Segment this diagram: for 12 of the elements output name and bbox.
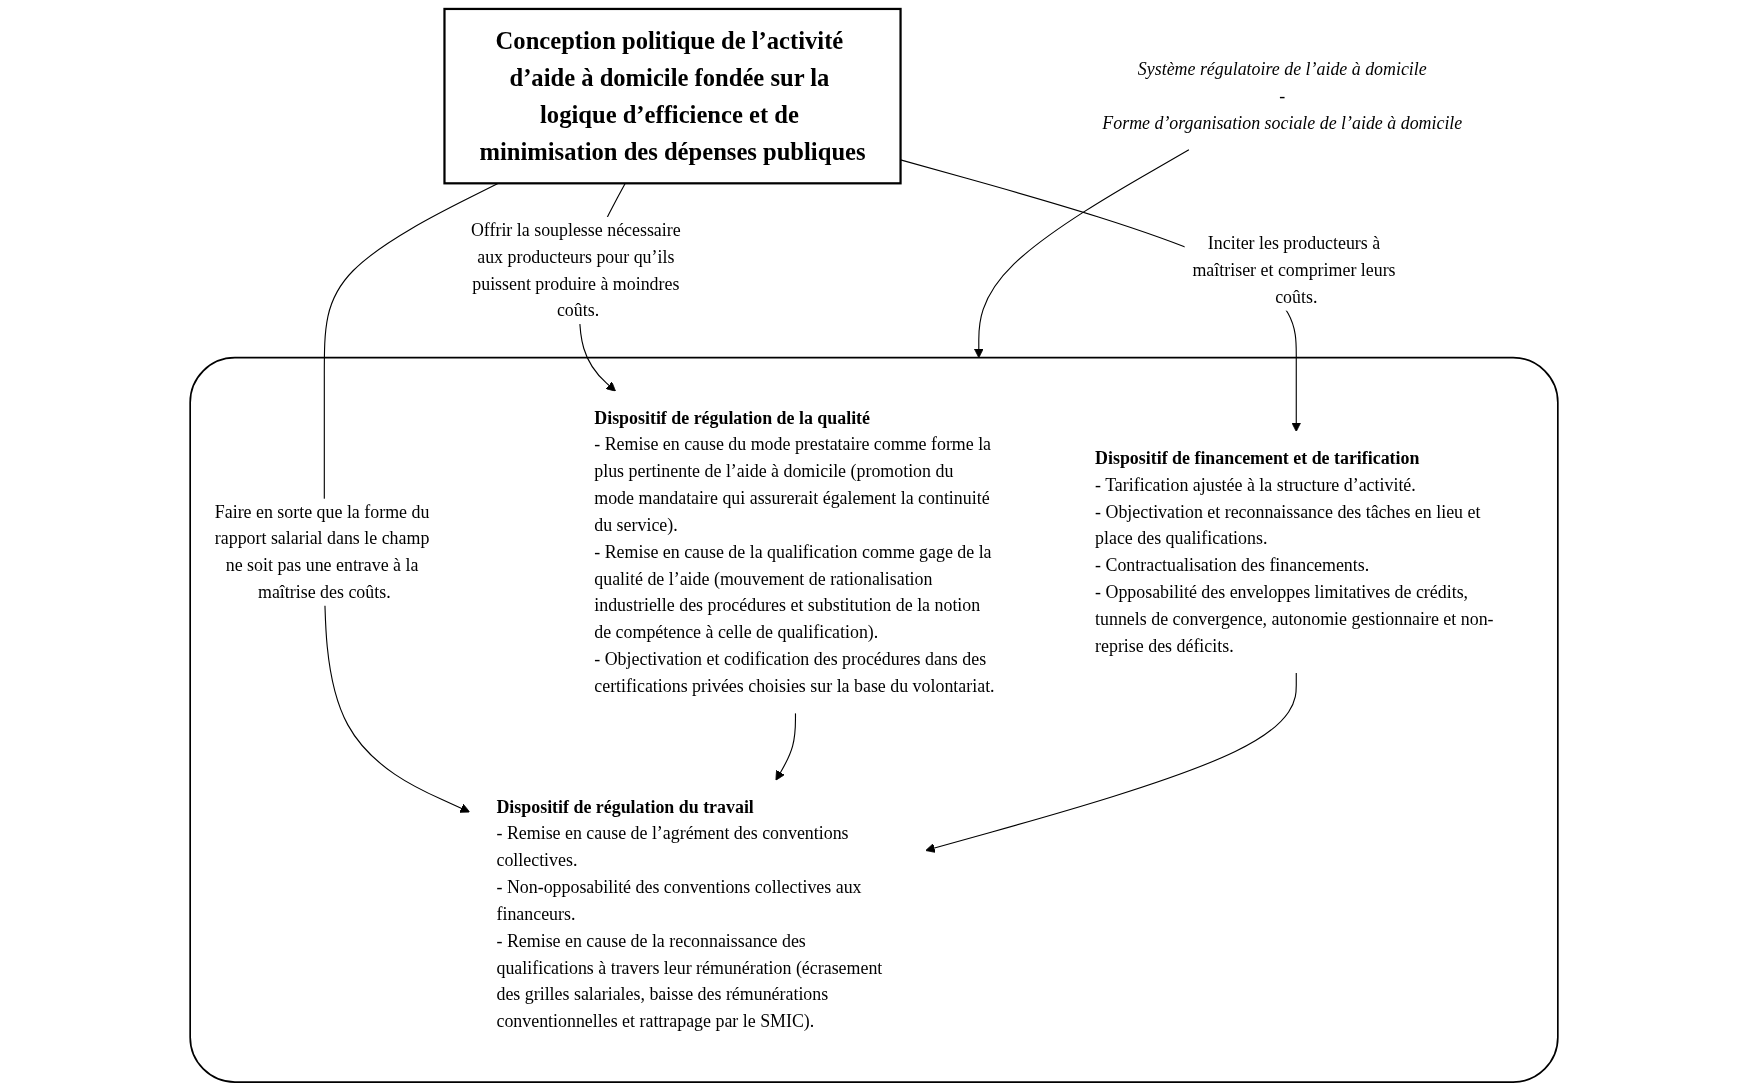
node-text: Système régulatoire de l’aide à domicile - Forme d’organisation sociale de l’aide à domicile [1102,59,1463,132]
arrow [775,712,797,781]
cluster [189,356,1559,1083]
arrow [925,672,1297,853]
node-box: Conception politique de l’activité d’aide à domicile fondée sur la logique d’efficience et de minimisation des dépenses publiques [443,7,902,185]
node-text: Dispositif de régulation du travail - Remise en cause de l’agrément des conventions collectives. - Non-opposabilité des conventions collectives aux financeurs. - Remise en cause de la reconnaissance des qualifications à travers leur rémunération (écrasement des grilles salariales, baisse des rémunérations conventionnelles et rattrapage par le SMIC). [496,797,883,1031]
arrow [973,149,1190,359]
edge-label: Inciter les producteurs à maîtriser et comprimer leurs coûts. [1192,233,1396,307]
node-text: Dispositif de régulation de la qualité - Remise en cause du mode prestataire comme forme la plus pertinente de l’aide à domicile (promotion du mode mandataire qui assurerait également la continuité du service). - Remise en cause de la qualification comme gage de la qualité de l’aide (mouvement de rationalisation industrielle des procédures et substitution de la notion de compétence à celle de qualification). - Objectivation et codification des procédures dans des certifications privées choisies sur la base du volontariat. [594,408,995,696]
node-text: Dispositif de financement et de tarification - Tarification ajustée à la structure d’activité. - Objectivation et reconnaissance des tâches en lieu et place des qualifications. - Contractualisation des financements. - Opposabilité des enveloppes limitatives de crédits, tunnels de convergence, autonomie gestionnaire et non-reprise des déficits. [1095,448,1494,656]
edge-label: Offrir la souplesse nécessaire aux producteurs pour qu’ils puissent produire à moindres coûts. [470,220,681,320]
edge-label: Faire en sorte que la forme du rapport salarial dans le champ ne soit pas une entrave à la maîtrise des coûts. [214,501,430,602]
